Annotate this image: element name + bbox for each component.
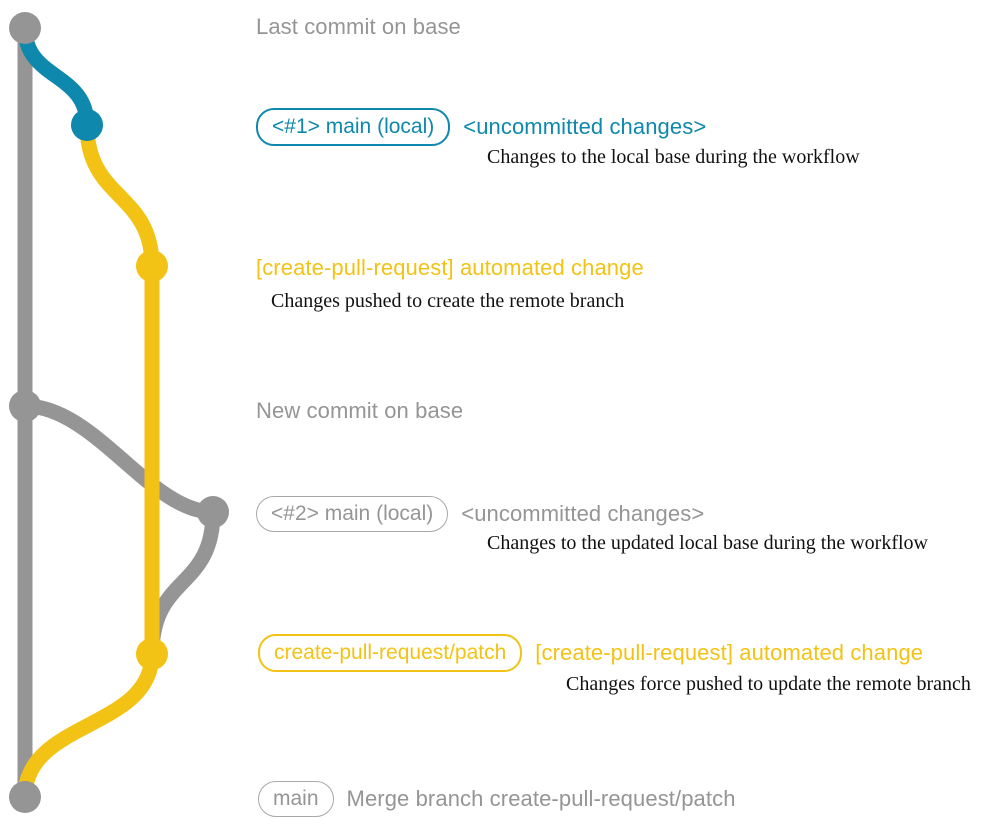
commit-row-local-2: <#2> main (local) <uncommitted changes> bbox=[256, 496, 704, 532]
commit-row-merge: main Merge branch create-pull-request/pa… bbox=[258, 781, 736, 817]
commit-node-local-2 bbox=[197, 496, 229, 528]
commit-note-local-1: Changes to the local base during the wor… bbox=[487, 146, 860, 168]
commit-note-local-2: Changes to the updated local base during… bbox=[487, 532, 928, 554]
commit-node-merge bbox=[9, 781, 41, 813]
commit-node-patch-2 bbox=[136, 638, 168, 670]
edge-patch2-to-merge bbox=[17, 646, 160, 805]
commit-node-local-1 bbox=[71, 109, 103, 141]
ref-pill-main-local-1[interactable]: <#1> main (local) bbox=[256, 108, 451, 146]
ref-pill-main-local-2[interactable]: <#2> main (local) bbox=[256, 496, 449, 532]
commit-subject-local-1: <uncommitted changes> bbox=[463, 114, 707, 139]
commit-heading-new-commit-on-base: New commit on base bbox=[256, 398, 464, 423]
commit-row-last-commit-on-base: Last commit on base bbox=[256, 14, 461, 40]
commit-heading-last-commit-on-base: Last commit on base bbox=[256, 14, 461, 39]
ref-pill-main[interactable]: main bbox=[258, 781, 334, 817]
commit-subject-automated-change-2: [create-pull-request] automated change bbox=[535, 640, 924, 665]
edge-base-to-local2 bbox=[17, 398, 221, 520]
commit-row-automated-change-2: create-pull-request/patch [create-pull-r… bbox=[258, 634, 923, 672]
edge-local2-to-patch2 bbox=[144, 504, 221, 662]
commit-row-local-1: <#1> main (local) <uncommitted changes> bbox=[256, 108, 706, 146]
commit-node-new-base bbox=[9, 390, 41, 422]
commit-note-automated-change-2: Changes force pushed to update the remot… bbox=[566, 673, 971, 695]
commit-subject-local-2: <uncommitted changes> bbox=[461, 501, 705, 526]
commit-note-automated-change-1: Changes pushed to create the remote bran… bbox=[271, 290, 625, 312]
commit-row-new-commit-on-base: New commit on base bbox=[256, 398, 463, 424]
commit-subject-automated-change-1: [create-pull-request] automated change bbox=[256, 255, 644, 280]
commit-node-patch-1 bbox=[136, 250, 168, 282]
ref-pill-create-pull-request-patch[interactable]: create-pull-request/patch bbox=[258, 634, 523, 672]
edge-base-to-local1 bbox=[17, 20, 95, 133]
commit-node-last-base bbox=[9, 12, 41, 44]
commit-subject-merge: Merge branch create-pull-request/patch bbox=[346, 786, 736, 811]
edge-local1-to-patch1 bbox=[79, 117, 160, 274]
commit-row-automated-change-1: [create-pull-request] automated change bbox=[256, 255, 644, 281]
